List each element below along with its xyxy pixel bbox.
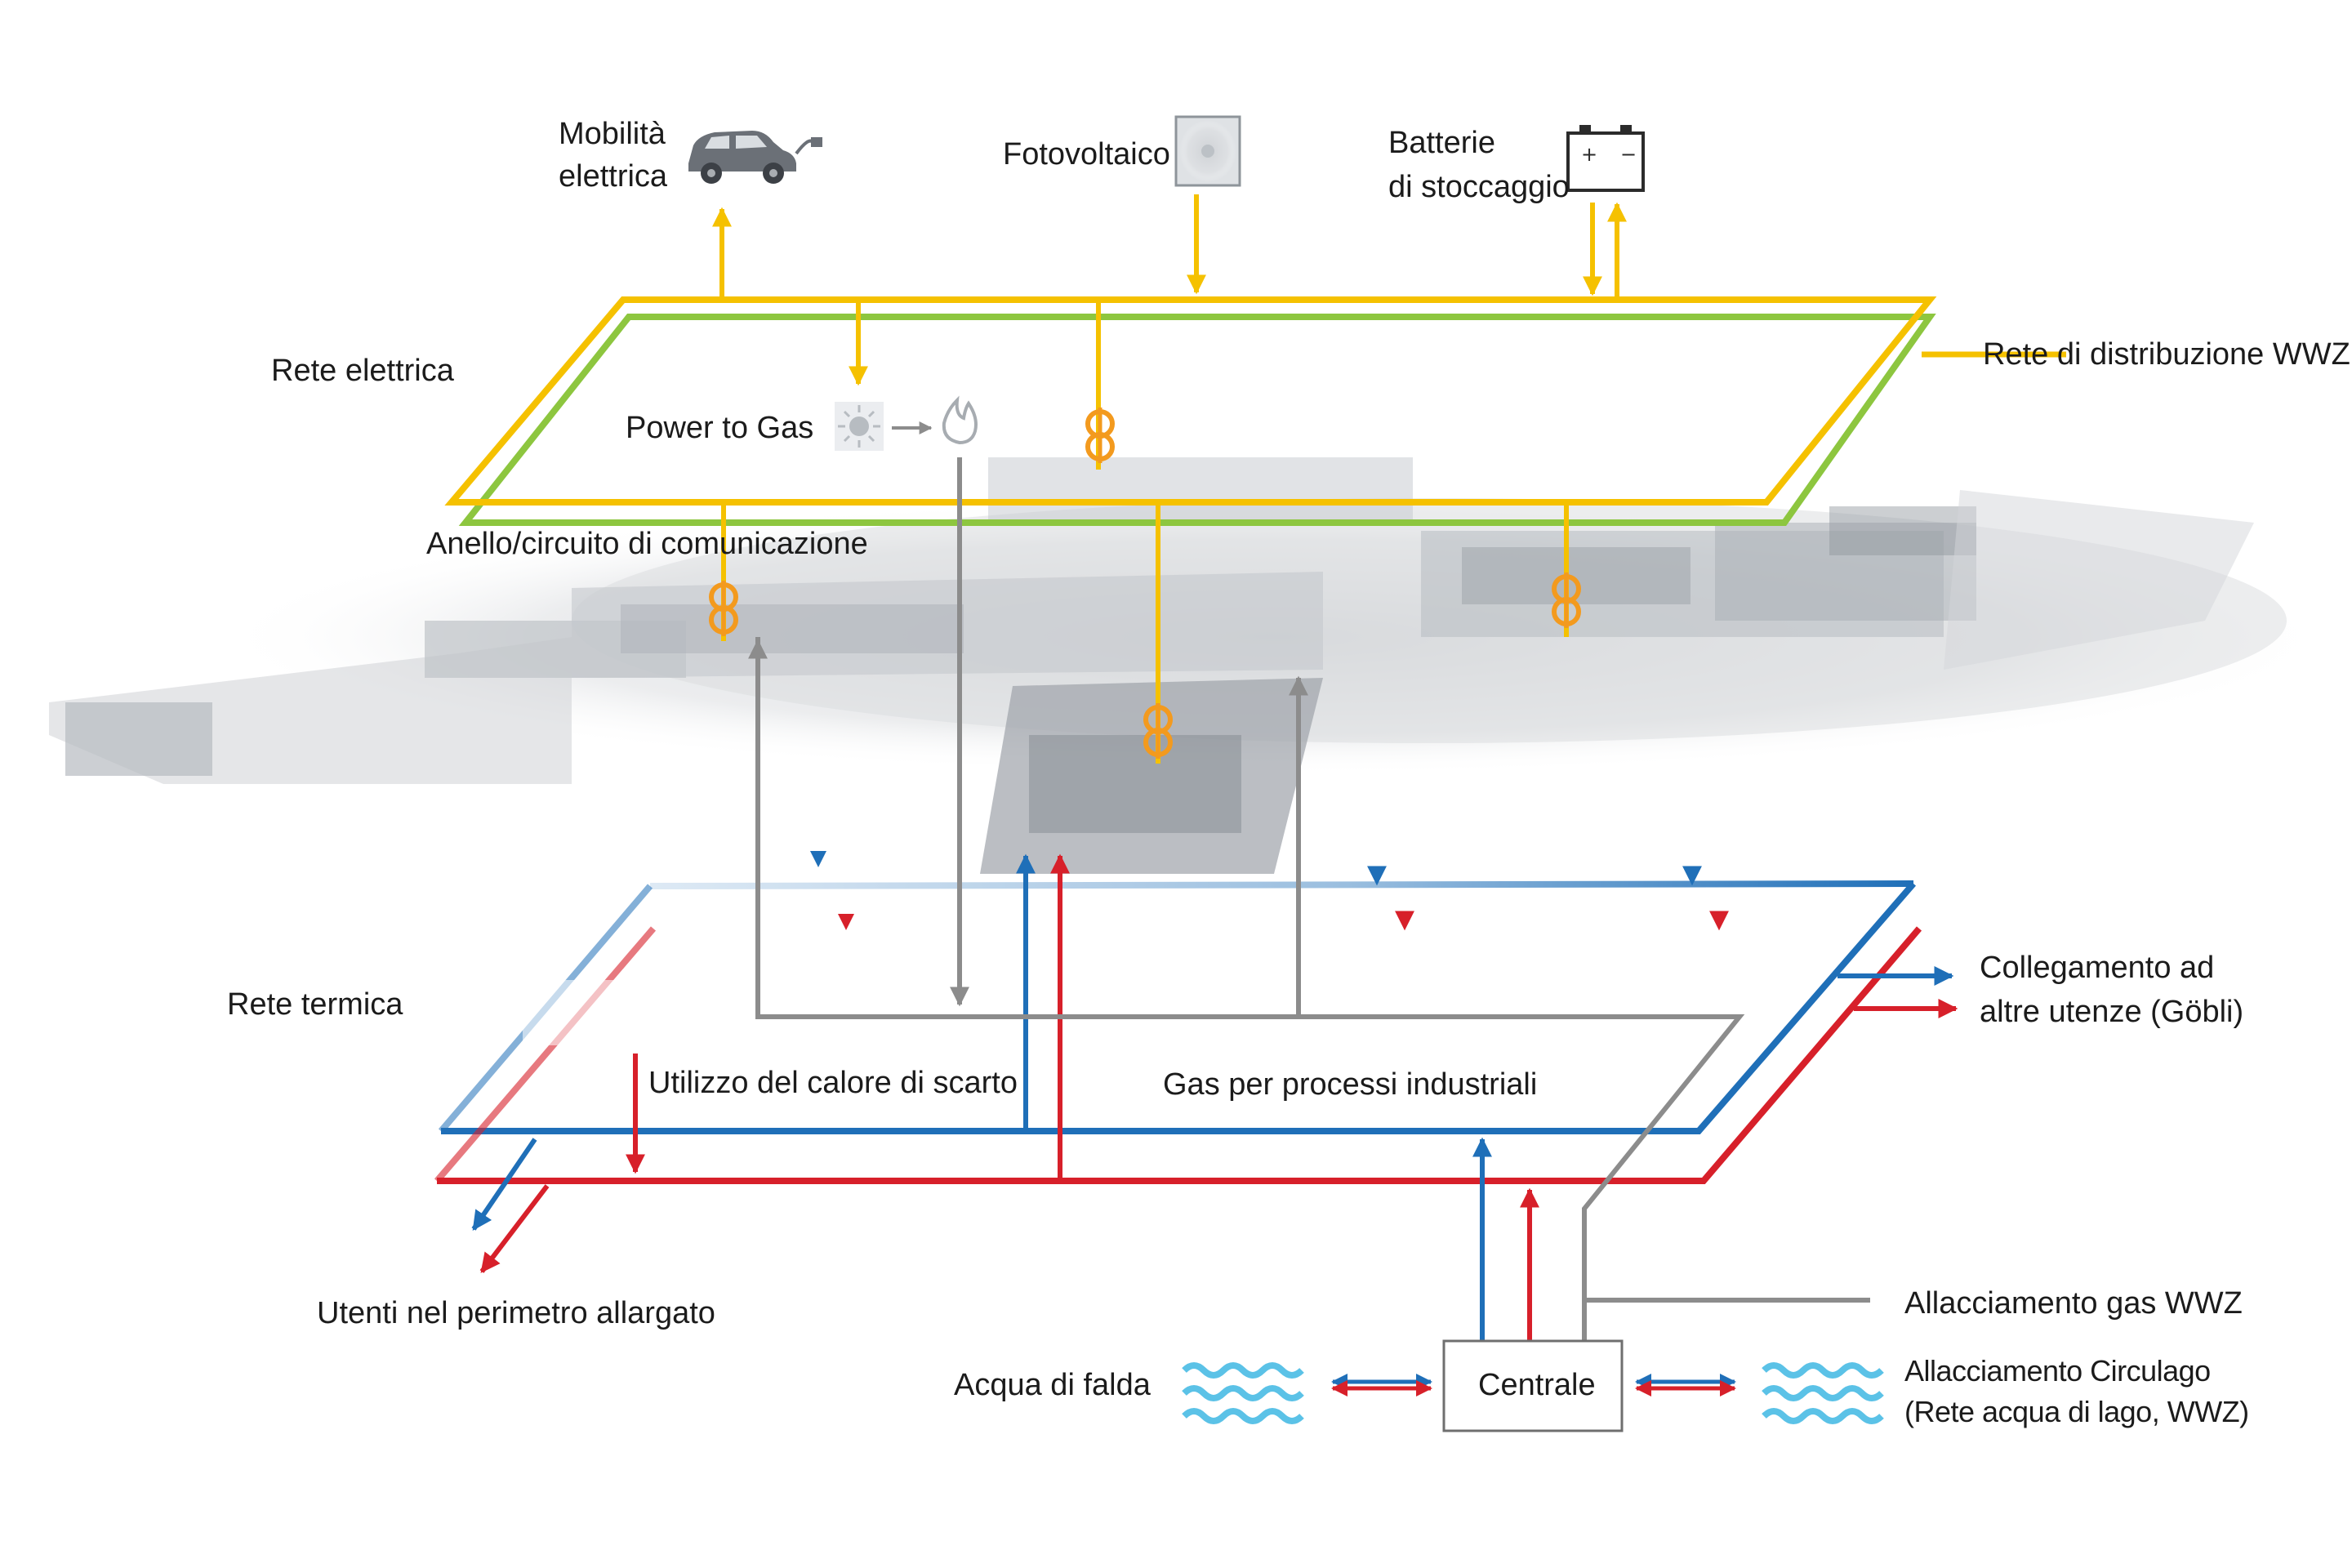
label-batterie: Batterie di stoccaggio — [1388, 121, 1570, 209]
transformer-icon — [1554, 572, 1579, 628]
label-rete-termica: Rete termica — [227, 987, 403, 1022]
label-calore-scarto: Utilizzo del calore di scarto — [648, 1066, 1018, 1100]
battery-icon: + − — [1566, 125, 1645, 192]
water-waves-icon — [1764, 1365, 1882, 1421]
electric-car-icon — [688, 131, 822, 184]
label-gas-processi: Gas per processi industriali — [1163, 1067, 1538, 1102]
label-circulago-line2: (Rete acqua di lago, WWZ) — [1904, 1395, 2249, 1428]
label-mobilita: Mobilità elettrica — [559, 113, 667, 198]
electric-branches — [711, 194, 1627, 764]
thermal-network — [434, 576, 1958, 1341]
label-collegamento-line2: altre utenze (Göbli) — [1980, 995, 2244, 1029]
label-power-to-gas: Power to Gas — [626, 411, 814, 445]
gas-network — [748, 457, 1870, 1341]
label-utenti-perimetro: Utenti nel perimetro allargato — [317, 1296, 715, 1330]
label-circulago: Allacciamento Circulago (Rete acqua di l… — [1904, 1351, 2249, 1432]
label-acqua-falda: Acqua di falda — [954, 1368, 1151, 1402]
label-rete-distribuzione: Rete di distribuzione WWZ — [1983, 337, 2350, 372]
label-allacciamento-gas: Allacciamento gas WWZ — [1904, 1286, 2243, 1321]
transformer-icon — [1146, 703, 1170, 759]
transformer-icon — [1088, 408, 1112, 463]
label-collegamento-line1: Collegamento ad — [1980, 951, 2215, 985]
electric-network — [444, 296, 2066, 526]
svg-text:−: − — [1620, 143, 1637, 166]
site-background — [49, 457, 2336, 874]
flame-icon — [942, 395, 978, 445]
water-exchange-arrows — [1331, 1374, 1736, 1396]
label-collegamento: Collegamento ad altre utenze (Göbli) — [1980, 946, 2243, 1034]
svg-text:+: + — [1581, 143, 1597, 166]
label-circulago-line1: Allacciamento Circulago — [1904, 1354, 2211, 1388]
label-mobilita-line1: Mobilità — [559, 117, 666, 151]
label-rete-elettrica: Rete elettrica — [271, 354, 454, 388]
label-fotovoltaico: Fotovoltaico — [1003, 137, 1170, 172]
solar-panel-icon — [1174, 115, 1241, 187]
label-anello: Anello/circuito di comunicazione — [426, 527, 868, 561]
centrale-box — [1442, 1339, 1624, 1432]
water-waves-icon — [1184, 1365, 1302, 1421]
sun-icon — [835, 402, 884, 451]
label-centrale: Centrale — [1478, 1368, 1596, 1402]
transformer-icon — [711, 581, 736, 636]
label-batterie-line2: di stoccaggio — [1388, 170, 1570, 204]
label-mobilita-line2: elettrica — [559, 159, 668, 194]
label-batterie-line1: Batterie — [1388, 126, 1495, 160]
